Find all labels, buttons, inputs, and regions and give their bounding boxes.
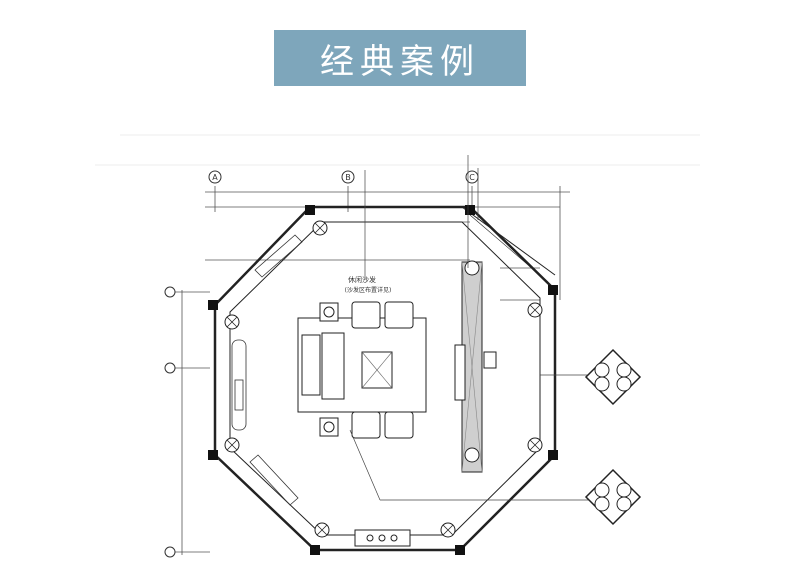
grid-bubble-left-2 bbox=[164, 362, 176, 374]
section-title-banner: 经典案例 bbox=[274, 30, 526, 86]
background-faint-lines bbox=[95, 134, 700, 166]
grid-bubble-a: A bbox=[208, 170, 222, 184]
svg-text:A: A bbox=[212, 173, 218, 182]
right-cabinet bbox=[454, 344, 497, 401]
left-dimension-lines bbox=[170, 290, 210, 555]
grid-bubble-left-3 bbox=[164, 546, 176, 558]
section-title: 经典案例 bbox=[320, 41, 480, 82]
grid-bubble-left-1 bbox=[164, 286, 176, 298]
sofa-group bbox=[297, 301, 427, 439]
svg-text:B: B bbox=[345, 173, 351, 182]
center-annotation: 休闲沙发 (沙发区布置详见) bbox=[345, 275, 392, 294]
svg-text:休闲沙发: 休闲沙发 bbox=[348, 275, 376, 284]
grid-bubble-b: B bbox=[341, 170, 355, 184]
built-in-seats bbox=[231, 234, 303, 506]
svg-text:(沙发区布置详见): (沙发区布置详见) bbox=[345, 286, 392, 294]
light-fixture-crosses bbox=[226, 222, 541, 536]
detail-callout-lower bbox=[584, 468, 642, 526]
corner-columns bbox=[208, 205, 558, 555]
bottom-cabinet bbox=[354, 529, 411, 547]
grid-bubbles: A B C bbox=[164, 170, 479, 558]
leader-lines bbox=[349, 155, 602, 501]
svg-text:C: C bbox=[469, 173, 475, 182]
detail-callout-upper bbox=[584, 348, 642, 406]
